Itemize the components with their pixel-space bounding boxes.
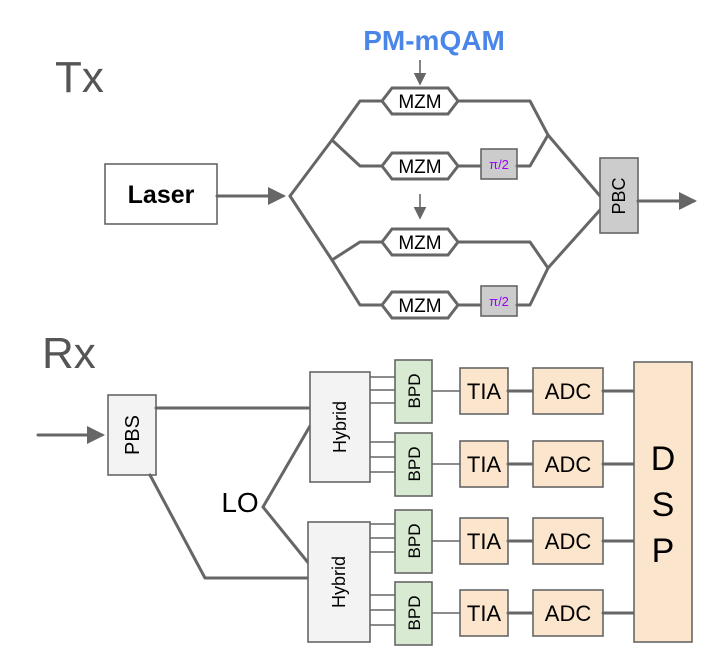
adc-label: ADC [545,529,592,554]
combine-upper [456,99,550,137]
tia-3: TIA [459,517,509,565]
bpd-label: BPD [405,524,424,559]
tia-label: TIA [467,452,502,477]
phase-shifter-upper: π/2 [480,148,518,180]
tia-label: TIA [467,601,502,626]
laser-block: Laser [104,163,218,225]
tia-label: TIA [467,529,502,554]
dsp-letter-s: S [652,486,675,524]
combine-upper-lower [515,133,550,168]
adc-label: ADC [545,601,592,626]
adc-2: ADC [532,440,604,488]
modulation-label: PM-mQAM [363,25,505,56]
bpd-3: BPD [394,509,433,574]
split-lower-lower [330,258,384,307]
bpd-2: BPD [394,432,433,497]
bpd-label: BPD [405,374,424,409]
lo-label: LO [221,487,258,518]
bpd-4: BPD [394,581,433,646]
phase-shifter-lower: π/2 [480,285,518,317]
bpd-label: BPD [405,596,424,631]
hybrid-outputs [370,376,395,626]
bpd-label: BPD [405,447,424,482]
mzm-1: MZM [380,86,460,116]
adc-4: ADC [532,589,604,637]
combine-lower [456,240,550,270]
dsp-block: D S P [633,361,693,643]
lo-to-hybrid-top [261,424,312,509]
pbs-to-hybrid-bottom [148,473,312,580]
pbc-label: PBC [609,177,629,214]
mzm-label: MZM [398,92,441,113]
mzm-label: MZM [398,296,441,317]
pbs-label: PBS [122,415,144,455]
mzm-4: MZM [380,290,460,320]
hybrid-bottom: Hybrid [307,521,371,643]
laser-label: Laser [128,181,195,209]
bpd-1: BPD [394,359,433,424]
mzm-label: MZM [398,157,441,178]
adc-3: ADC [532,517,604,565]
tia-label: TIA [467,379,502,404]
split-lower [288,194,384,262]
dsp-letter-d: D [651,440,676,478]
dsp-letter-p: P [652,532,675,570]
adc-label: ADC [545,379,592,404]
adc-1: ADC [532,367,604,415]
tia-4: TIA [459,589,509,637]
split-upper [288,99,384,198]
hybrid-label: Hybrid [330,401,350,453]
pbc-block: PBC [599,157,639,234]
combine-to-pbc-upper [546,133,602,198]
tia-1: TIA [459,367,509,415]
hybrid-label: Hybrid [329,556,349,608]
lo-to-hybrid-bottom [261,505,312,567]
combine-lower-lower [515,266,550,307]
tx-section-label: Tx [55,53,104,102]
phase-label: π/2 [489,294,509,309]
hybrid-top: Hybrid [309,371,371,483]
mzm-2: MZM [380,151,460,181]
mzm-label: MZM [398,233,441,254]
pbs-block: PBS [107,394,157,476]
rx-section-label: Rx [42,329,96,378]
combine-to-pbc-lower [546,208,602,270]
phase-label: π/2 [489,157,509,172]
tia-2: TIA [459,440,509,488]
mzm-3: MZM [380,227,460,257]
adc-label: ADC [545,452,592,477]
split-upper-lower [330,138,384,168]
